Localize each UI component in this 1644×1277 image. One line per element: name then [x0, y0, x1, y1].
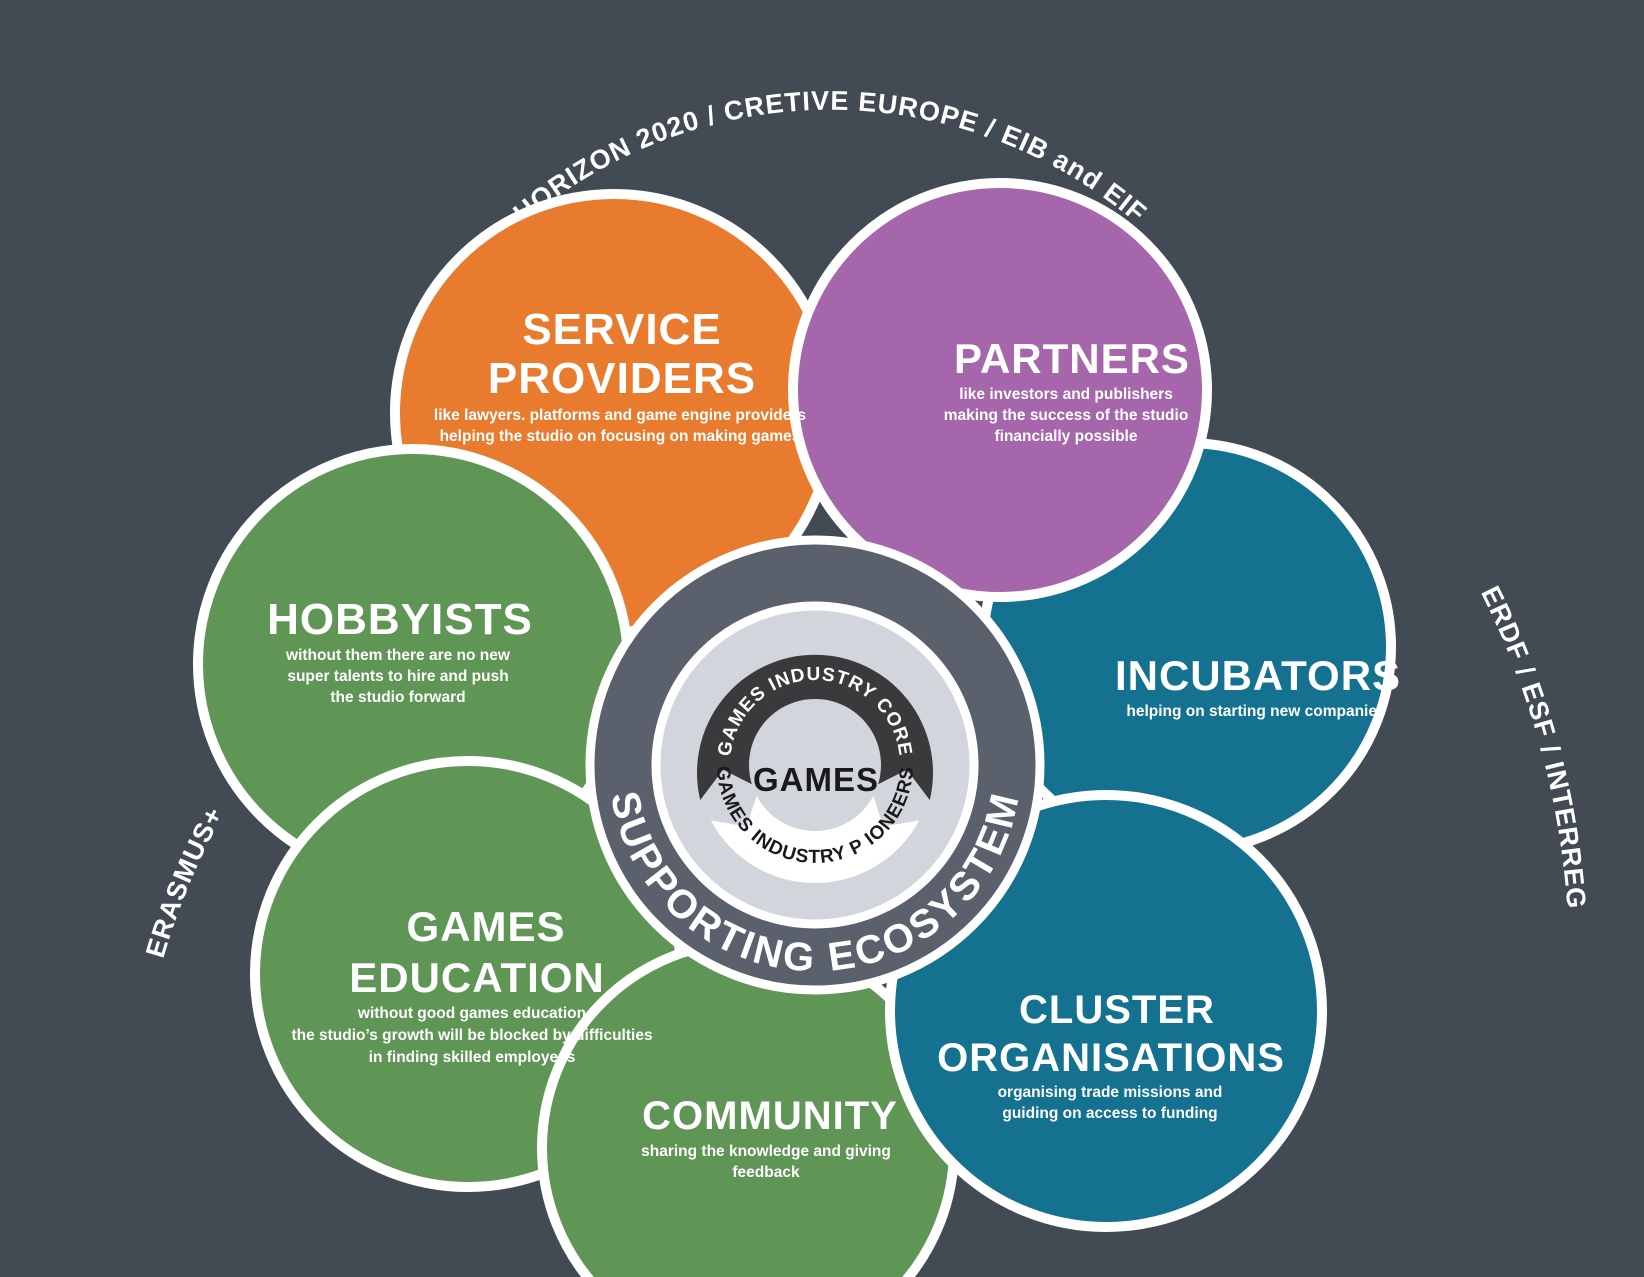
games-industry-pioneers-band [710, 796, 920, 884]
community-subtitle-line1: sharing the knowledge and giving [641, 1143, 891, 1160]
cluster-title-line2: ORGANISATIONS [937, 1036, 1285, 1080]
games-industry-core-band [697, 654, 933, 801]
hobbyists-subtitle-line3: the studio forward [330, 689, 465, 706]
games-education-title-line2: EDUCATION [349, 954, 605, 1001]
partners-title: PARTNERS [954, 335, 1190, 382]
service-providers-subtitle-line1: like lawyers. platforms and game engine … [434, 407, 806, 424]
hobbyists-subtitle-line1: without them there are no new [285, 647, 511, 664]
petal-service-providers: SERVICE PROVIDERS like lawyers. platform… [434, 305, 806, 445]
service-providers-title-line2: PROVIDERS [488, 354, 756, 403]
cluster-subtitle-line2: guiding on access to funding [1002, 1105, 1217, 1122]
games-core-label: GAMES [753, 761, 879, 798]
petal-cluster-organisations: CLUSTER ORGANISATIONS organising trade m… [937, 988, 1285, 1122]
games-education-subtitle-line1: without good games education [357, 1005, 586, 1022]
games-education-title-line1: GAMES [406, 903, 565, 950]
hobbyists-subtitle-line2: super talents to hire and push [287, 668, 508, 685]
community-subtitle-line2: feedback [732, 1164, 800, 1181]
petal-games-education: GAMES EDUCATION without good games educa… [291, 903, 652, 1066]
circle-partners [788, 178, 1212, 602]
partners-subtitle-line2: making the success of the studio [944, 407, 1189, 424]
incubators-subtitle: helping on starting new companies [1126, 703, 1385, 720]
partners-subtitle-line3: financially possible [995, 428, 1138, 445]
petal-community: COMMUNITY sharing the knowledge and givi… [641, 1094, 898, 1181]
petal-hobbyists: HOBBYISTS without them there are no new … [267, 595, 533, 706]
cluster-subtitle-line1: organising trade missions and [998, 1084, 1223, 1101]
petal-incubators: INCUBATORS helping on starting new compa… [1115, 652, 1401, 720]
community-title: COMMUNITY [642, 1094, 898, 1138]
cluster-title-line1: CLUSTER [1019, 988, 1215, 1032]
hobbyists-title: HOBBYISTS [267, 595, 533, 644]
service-providers-subtitle-line2: helping the studio on focusing on making… [440, 428, 801, 445]
games-education-subtitle-line2: the studio’s growth will be blocked by d… [291, 1027, 652, 1044]
service-providers-title-line1: SERVICE [522, 305, 721, 354]
games-education-subtitle-line3: in finding skilled employees [369, 1049, 576, 1066]
center-emblem: SUPPORTING ECOSYSTEM GAMES INDUSTRY CORE… [585, 535, 1045, 995]
petal-partners: PARTNERS like investors and publishers m… [944, 335, 1190, 445]
incubators-title: INCUBATORS [1115, 652, 1401, 699]
partners-subtitle-line1: like investors and publishers [959, 386, 1173, 403]
